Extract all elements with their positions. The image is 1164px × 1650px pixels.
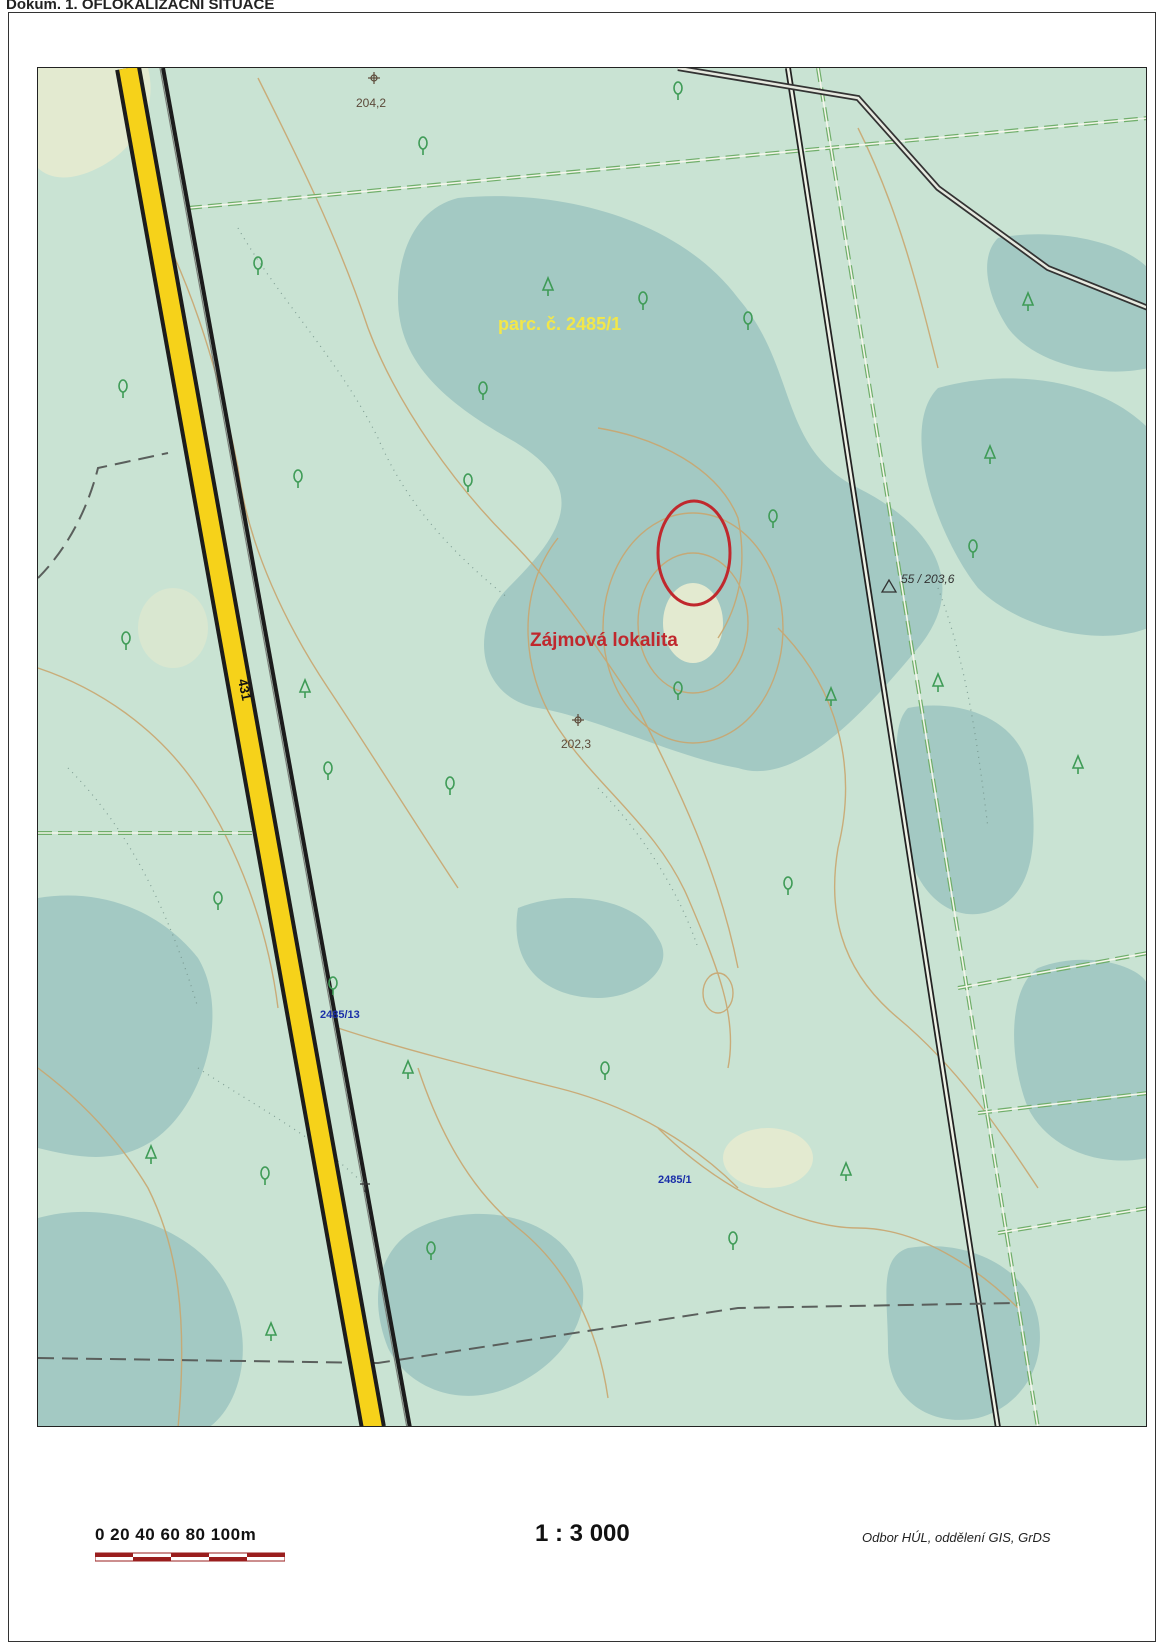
conifer-tree-icon [839, 1160, 853, 1181]
elevation-point-icon [572, 714, 584, 726]
forest-paths [67, 227, 989, 1189]
area-of-interest-label[interactable]: Zájmová lokalita [530, 630, 678, 651]
contour-lines [38, 77, 1039, 1426]
elevation-point-icon [368, 72, 380, 84]
deciduous-tree-icon [121, 631, 131, 650]
parcel-boundaries [38, 68, 1146, 1426]
road-431 [115, 68, 412, 1426]
deciduous-tree-icon [673, 81, 683, 100]
conifer-tree-icon [824, 685, 838, 706]
scale-ratio: 1 : 3 000 [535, 1520, 630, 1547]
road-number-label: 431 [235, 678, 254, 702]
tree-symbols [118, 81, 978, 1260]
deciduous-tree-icon [478, 381, 488, 400]
conifer-tree-icon [144, 1143, 158, 1164]
deciduous-tree-icon [118, 379, 128, 398]
deciduous-tree-icon [968, 539, 978, 558]
deciduous-tree-icon [768, 509, 778, 528]
deciduous-tree-icon [783, 876, 793, 895]
map-panel[interactable]: 204,2 202,3 55 / 203,6 parc. č. 2485/1 Z… [37, 67, 1147, 1427]
parcel-number-south: 2485/1 [658, 1174, 692, 1186]
deciduous-tree-icon [638, 291, 648, 310]
conifer-symbols [144, 275, 1085, 1341]
conifer-tree-icon [1071, 753, 1085, 774]
scale-bar: 0 20 40 60 80 100m [95, 1525, 295, 1575]
cross-icon [360, 1180, 370, 1192]
map-credit: Odbor HÚL, oddělení GIS, GrDS [862, 1530, 1051, 1545]
elevation-label-center: 202,3 [561, 737, 591, 751]
page-frame [8, 12, 1156, 1642]
forest-areas [38, 196, 1146, 1426]
deciduous-tree-icon [426, 1241, 436, 1260]
conifer-tree-icon [931, 671, 945, 692]
elevation-label-top: 204,2 [356, 96, 386, 110]
deciduous-tree-icon [323, 761, 333, 780]
deciduous-tree-icon [445, 776, 455, 795]
deciduous-tree-icon [253, 256, 263, 275]
parcel-number-road: 2485/13 [320, 1009, 360, 1021]
elevation-points [368, 72, 584, 726]
deciduous-tree-icon [728, 1231, 738, 1250]
conifer-tree-icon [983, 443, 997, 464]
deciduous-tree-icon [328, 976, 338, 995]
deciduous-tree-icon [293, 469, 303, 488]
document-header: Dokum. 1. OFLOKALIZACNI SITUACE [6, 0, 275, 13]
district-boundary [38, 452, 1019, 1365]
deciduous-tree-icon [600, 1061, 610, 1080]
deciduous-tree-icon [213, 891, 223, 910]
scale-bar-numbers: 0 20 40 60 80 100m [95, 1525, 257, 1544]
deciduous-tree-icon [260, 1166, 270, 1185]
deciduous-tree-icon [463, 473, 473, 492]
conifer-tree-icon [1021, 290, 1035, 311]
survey-point-label: 55 / 203,6 [901, 572, 955, 586]
conifer-tree-icon [401, 1058, 415, 1079]
survey-point-icon [880, 578, 898, 593]
conifer-tree-icon [298, 677, 312, 698]
forest-road [677, 68, 1146, 1426]
area-of-interest-marker[interactable] [656, 499, 732, 607]
deciduous-tree-icon [673, 681, 683, 700]
scale-bar-graphic [95, 1552, 285, 1562]
deciduous-tree-icon [743, 311, 753, 330]
deciduous-tree-icon [418, 136, 428, 155]
conifer-tree-icon [541, 275, 555, 296]
parcel-label: parc. č. 2485/1 [498, 314, 621, 334]
conifer-tree-icon [264, 1320, 278, 1341]
topographic-map[interactable]: 204,2 202,3 55 / 203,6 parc. č. 2485/1 Z… [38, 68, 1147, 1427]
